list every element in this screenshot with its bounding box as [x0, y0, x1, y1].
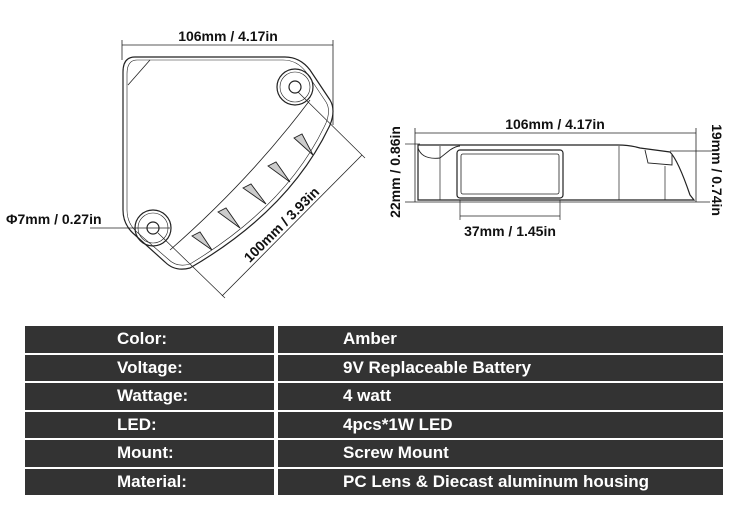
top-view-drawing — [90, 40, 366, 299]
hole-diameter-label: Φ7mm / 0.27in — [6, 211, 102, 227]
height-left-label: 22mm / 0.86in — [387, 126, 403, 218]
spec-value: Screw Mount — [278, 440, 723, 467]
spec-row-voltage: Voltage: 9V Replaceable Battery — [25, 354, 723, 381]
spec-row-led: LED: 4pcs*1W LED — [25, 411, 723, 438]
technical-drawing: 106mm / 4.17in Φ7mm / 0.27in 100mm / 3.9… — [6, 28, 725, 299]
spec-row-wattage: Wattage: 4 watt — [25, 383, 723, 410]
height-right-label: 19mm / 0.74in — [709, 124, 725, 216]
spec-label: LED: — [25, 411, 274, 438]
side-width-label: 106mm / 4.17in — [505, 116, 605, 132]
side-view-drawing — [405, 128, 712, 220]
window-width-label: 37mm / 1.45in — [464, 223, 556, 239]
spec-label: Color: — [25, 326, 274, 353]
spec-value: 4 watt — [278, 383, 723, 410]
spec-label: Mount: — [25, 440, 274, 467]
spec-value: PC Lens & Diecast aluminum housing — [278, 468, 723, 495]
spec-value: 4pcs*1W LED — [278, 411, 723, 438]
spec-table: Color: Amber Voltage: 9V Replaceable Bat… — [25, 326, 723, 497]
spec-value: Amber — [278, 326, 723, 353]
spec-row-mount: Mount: Screw Mount — [25, 440, 723, 467]
top-width-label: 106mm / 4.17in — [178, 28, 278, 44]
spec-label: Material: — [25, 468, 274, 495]
spec-row-material: Material: PC Lens & Diecast aluminum hou… — [25, 468, 723, 495]
spec-label: Voltage: — [25, 354, 274, 381]
spec-row-color: Color: Amber — [25, 326, 723, 353]
spec-label: Wattage: — [25, 383, 274, 410]
spec-value: 9V Replaceable Battery — [278, 354, 723, 381]
